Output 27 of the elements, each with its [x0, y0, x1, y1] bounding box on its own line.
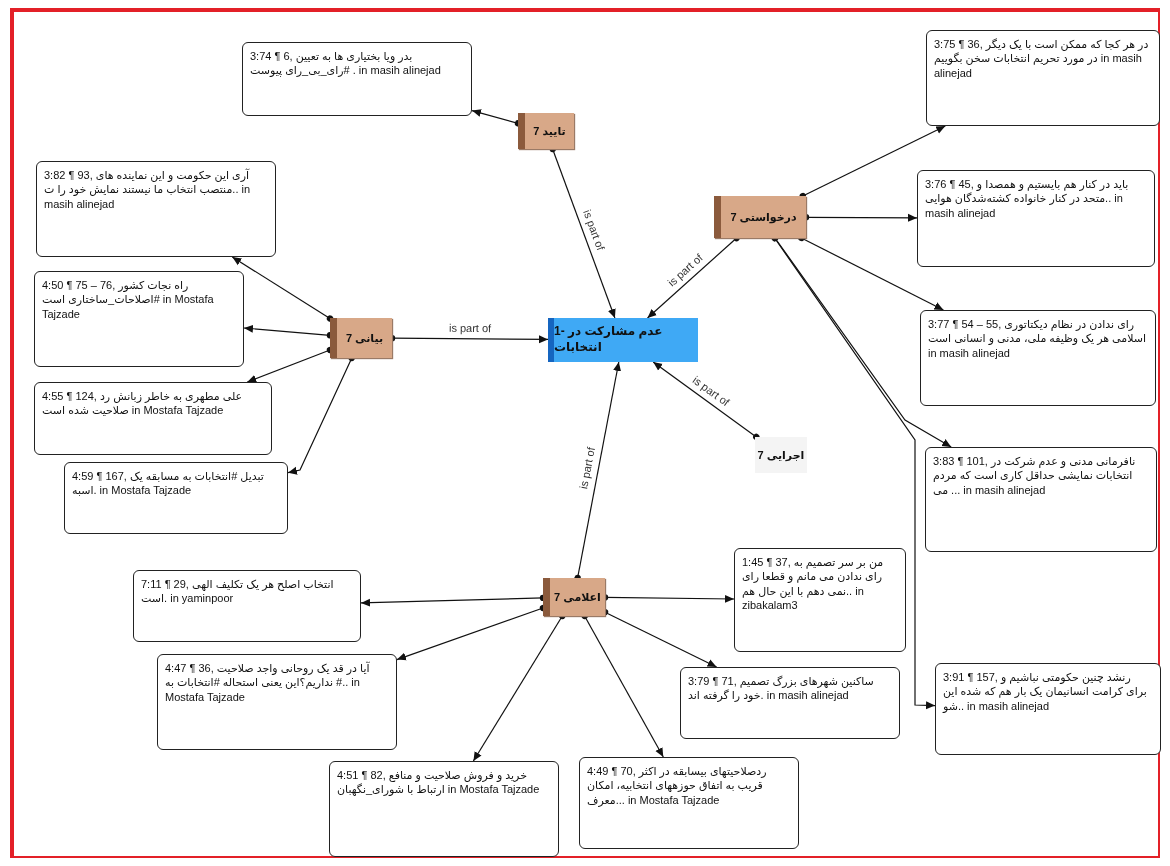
quote-box: 4:50 ¶ 75 – 76, راه نجات کشور #اصلاحات_ساختاری است in Mostafa Tajzade: [34, 271, 244, 367]
code-box: اعلامی 7: [543, 578, 605, 616]
quote-box: 3:76 ¶ 45, باید در کنار هم بایستیم و همصدا و متحد در کنار خانواده کشته‌شدگان هوایی.. in masih alinejad: [917, 170, 1155, 267]
topic-box: 1- عدم مشارکت در انتخابات: [548, 318, 698, 362]
edge-label: is part of: [689, 372, 734, 409]
quote-box: 7:11 ¶ 29, انتخاب اصلح هر یک تکلیف الهی است. in yaminpoor: [133, 570, 361, 642]
quote-box: 4:47 ¶ 36, آیا در قد یک روحانی واجد صلاحیت نداریم؟این یعنی استحاله #انتخابات به #.. in Mostafa Tajzade: [157, 654, 397, 750]
connector-arrow: [231, 256, 334, 322]
quote-box: 3:75 ¶ 36, در هر کجا که ممکن است با یک دیگر در مورد تحریم انتخابات سخن بگوییم in masih alinejad: [926, 30, 1160, 126]
quote-box: 4:59 ¶ 167, تبدیل #انتخابات به مسابقه یک اسبه. in Mostafa Tajzade: [64, 462, 288, 534]
code-box: تایید 7: [518, 113, 574, 149]
quote-box: 3:83 ¶ 101, نافرمانی مدنی و عدم شرکت در انتخابات نمایشی حداقل کاری است که مردم می ... in masih alinejad: [925, 447, 1157, 552]
quote-box: 3:91 ¶ 157, رنشد چنین حکومتی نباشیم و برای کرامت انسانیمان یک بار هم که شده این شو.. in masih alinejad: [935, 663, 1161, 755]
quote-box: 4:49 ¶ 70, ردصلاحیتهای بیسابقه در اکثر قریب به اتفاق حوزههای انتخابیه، امکان معرف... in Mostafa Tajzade: [579, 757, 799, 849]
quote-box: 1:45 ¶ 37, من بر سر تصمیم به رای ندادن می مانم و قطعا رای نمی دهم با این حال هم.. in zibakalam3: [734, 548, 906, 652]
quote-box: 3:77 ¶ 54 – 55, رای ندادن در نظام دیکتاتوری اسلامی هر یک وظیفه ملی، مدنی و انسانی است in masih alinejad: [920, 310, 1156, 406]
quote-box: 3:82 ¶ 93, آری این حکومت و این نماینده های منتصب انتخاب ما نیستند نمایش خود را ت.. in masih alinejad: [36, 161, 276, 257]
quote-box: 4:51 ¶ 82, خرید و فروش صلاحیت و منافع ارتباط با شورای_نگهبان in Mostafa Tajzade: [329, 761, 559, 857]
edge-label: is part of: [447, 321, 494, 334]
quote-box: 4:55 ¶ 124, علی مطهری به خاطر زبانش رد صلاحیت شده است in Mostafa Tajzade: [34, 382, 272, 455]
quote-box: 3:79 ¶ 71, ساکنین شهرهای بزرگ تصمیم خود را گرفته اند. in masih alinejad: [680, 667, 900, 739]
code-box: درخواستی 7: [714, 196, 806, 238]
quote-box: 3:74 ¶ 6, بدر ویا بختیاری ها به تعیین #رای_بی_رای پیوست . in masih alinejad: [242, 42, 472, 116]
edge-label: is part of: [577, 444, 598, 492]
code-box: اجرایی 7: [755, 437, 807, 473]
connector-arrow: [652, 361, 760, 441]
code-box: بیانی 7: [330, 318, 392, 358]
